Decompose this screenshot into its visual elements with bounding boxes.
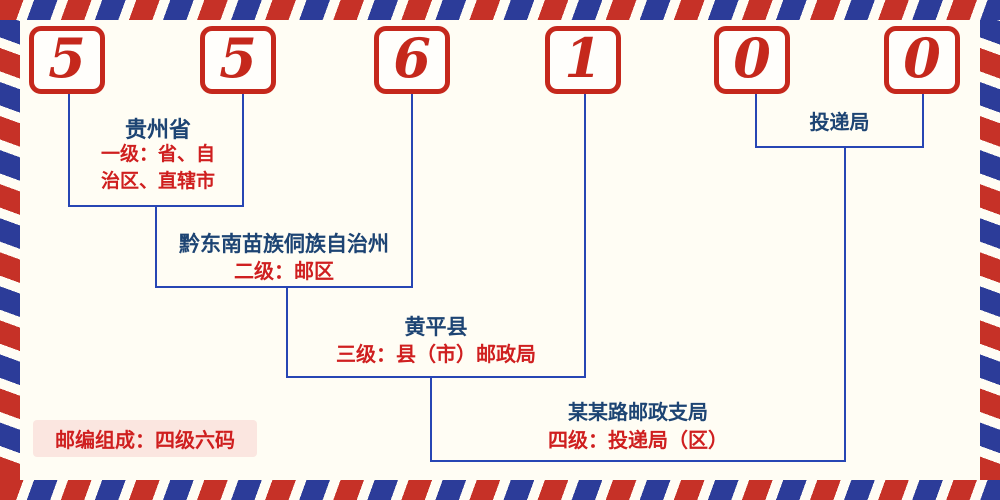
level2-name: 黔东南苗族侗族自治州 bbox=[179, 232, 389, 256]
connector-line-level2-bottom bbox=[155, 286, 413, 288]
connector-line-digit2 bbox=[242, 94, 244, 205]
airmail-stripe-top bbox=[0, 0, 1000, 20]
digit-box-4: 1 bbox=[545, 26, 621, 94]
level4-desc: 四级：投递局（区） bbox=[548, 428, 728, 452]
connector-line-level2-to-level3 bbox=[286, 286, 288, 376]
connector-line-delivery-to-level4 bbox=[844, 146, 846, 460]
airmail-stripe-bottom bbox=[0, 480, 1000, 500]
airmail-stripe-right bbox=[980, 20, 1000, 480]
level1-desc: 一级：省、自 治区、直辖市 bbox=[60, 141, 256, 195]
digit-box-1: 5 bbox=[29, 26, 105, 94]
digit-3: 6 bbox=[393, 26, 431, 90]
digit-box-5: 0 bbox=[714, 26, 790, 94]
level3-name: 黄平县 bbox=[404, 315, 468, 339]
level2-desc: 二级：邮区 bbox=[234, 259, 334, 283]
connector-line-level1-to-level2 bbox=[155, 205, 157, 286]
digit-5: 0 bbox=[733, 26, 771, 90]
connector-line-level3-bottom bbox=[286, 376, 586, 378]
connector-line-digit5 bbox=[755, 94, 757, 146]
connector-line-digit1 bbox=[68, 94, 70, 205]
digit-box-6: 0 bbox=[884, 26, 960, 94]
footer-note-badge: 邮编组成：四级六码 bbox=[33, 420, 257, 457]
connector-line-digit3 bbox=[411, 94, 413, 286]
digit-6: 0 bbox=[903, 26, 941, 90]
level1-name: 贵州省 bbox=[124, 118, 191, 143]
level3-desc: 三级：县（市）邮政局 bbox=[336, 342, 536, 366]
digit-2: 5 bbox=[219, 26, 257, 90]
digit-box-2: 5 bbox=[200, 26, 276, 94]
connector-line-digit4 bbox=[584, 94, 586, 376]
digit-box-3: 6 bbox=[374, 26, 450, 94]
connector-line-digit6 bbox=[922, 94, 924, 146]
footer-note-text: 邮编组成：四级六码 bbox=[55, 428, 235, 452]
connector-line-level3-to-level4 bbox=[430, 376, 432, 460]
connector-line-level4-bottom bbox=[430, 460, 846, 462]
delivery-bureau-label: 投递局 bbox=[809, 110, 870, 134]
digit-1: 5 bbox=[48, 26, 86, 90]
connector-line-delivery-bottom bbox=[755, 146, 924, 148]
level4-name: 某某路邮政支局 bbox=[568, 400, 708, 424]
airmail-stripe-left bbox=[0, 20, 20, 480]
level1-desc-line2: 治区、直辖市 bbox=[100, 170, 215, 192]
level1-desc-line1: 一级：省、自 bbox=[100, 143, 215, 165]
digit-4: 1 bbox=[564, 26, 602, 90]
